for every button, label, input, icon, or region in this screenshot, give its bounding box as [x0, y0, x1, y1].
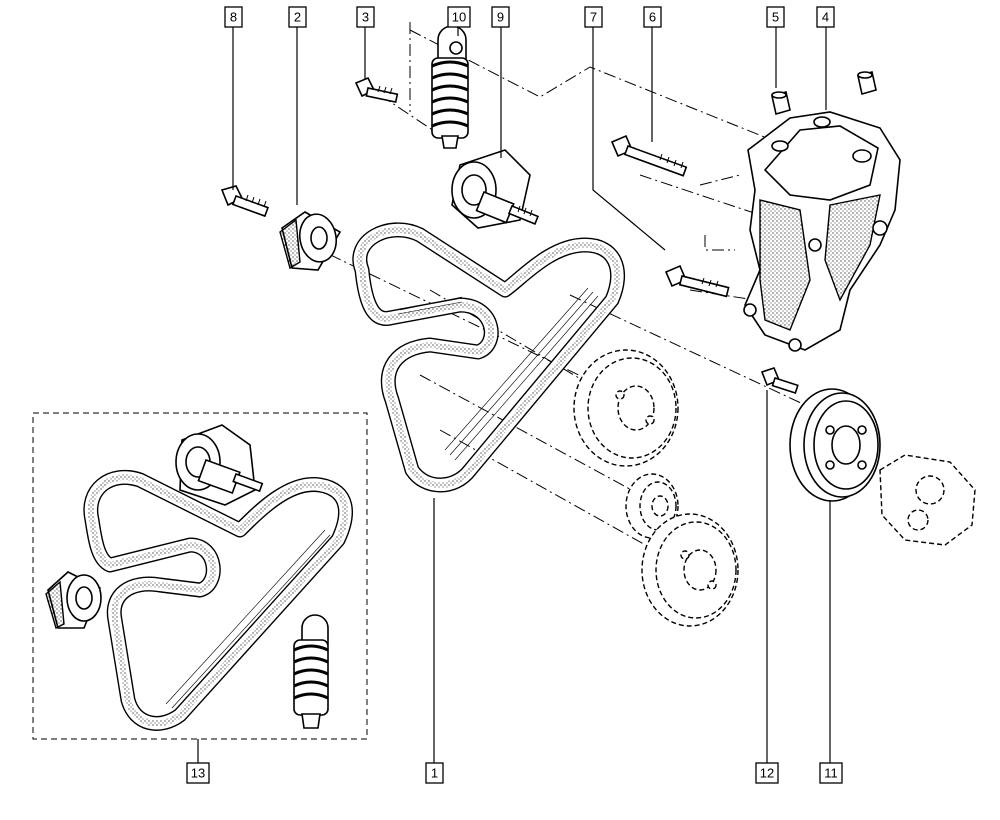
callout-label: 13	[191, 766, 205, 781]
callout-3[interactable]: 3	[356, 6, 375, 28]
spring-tensioner-part-10[interactable]	[431, 25, 469, 149]
callout-12[interactable]: 12	[755, 762, 779, 784]
bolt-part-3[interactable]	[354, 76, 399, 104]
pulley-part-11[interactable]	[789, 388, 881, 502]
callout-label: 6	[649, 10, 656, 25]
bolt-part-8[interactable]	[220, 185, 269, 218]
idler-roller-part-2[interactable]	[279, 211, 342, 271]
callout-4[interactable]: 4	[816, 6, 835, 28]
inset-assembly-part-13[interactable]	[32, 412, 368, 740]
bolt-part-6[interactable]	[610, 134, 688, 177]
bracket-part-4[interactable]	[743, 111, 901, 352]
callout-label: 1	[431, 766, 438, 781]
callout-11[interactable]: 11	[819, 762, 843, 784]
pump-ghost	[879, 454, 976, 546]
bolt-part-12[interactable]	[760, 367, 799, 395]
callout-8[interactable]: 8	[224, 6, 243, 28]
bolt-part-7[interactable]	[664, 264, 730, 298]
callout-label: 3	[362, 10, 369, 25]
crankshaft-pulley-hidden	[573, 349, 679, 467]
alternator-pulley-hidden	[641, 513, 739, 627]
callout-1[interactable]: 1	[425, 762, 444, 784]
callout-label: 9	[497, 10, 504, 25]
callout-label: 12	[760, 766, 774, 781]
callout-label: 5	[772, 10, 779, 25]
callout-13[interactable]: 13	[186, 762, 210, 784]
callout-2[interactable]: 2	[288, 6, 307, 28]
callout-5[interactable]: 5	[766, 6, 785, 28]
callout-label: 8	[230, 10, 237, 25]
callout-label: 10	[452, 10, 466, 25]
belt-part-1[interactable]	[352, 222, 626, 493]
tensioner-pulley-part-9[interactable]	[451, 149, 540, 229]
leader-lines	[197, 27, 831, 763]
callout-10[interactable]: 10	[447, 6, 471, 28]
callout-label: 4	[822, 10, 829, 25]
callout-6[interactable]: 6	[643, 6, 662, 28]
callout-label: 2	[294, 10, 301, 25]
callout-label: 11	[824, 766, 838, 781]
callout-9[interactable]: 9	[491, 6, 510, 28]
callout-7[interactable]: 7	[584, 6, 603, 28]
sleeve-part-5[interactable]	[771, 70, 877, 116]
callout-label: 7	[590, 10, 597, 25]
